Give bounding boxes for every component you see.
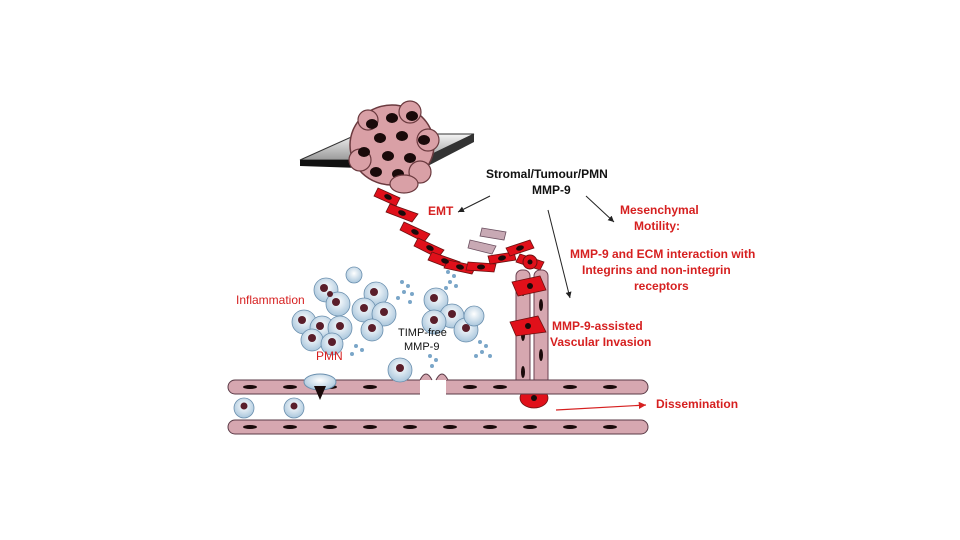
timp-label-1: TIMP-free (398, 327, 447, 339)
pmn-label: PMN (316, 349, 343, 363)
inflammation-label: Inflammation (236, 293, 305, 307)
flow-arrows (457, 195, 647, 411)
ecm-label-2: Integrins and non-integrin (582, 263, 731, 277)
tumour-cluster-icon (348, 100, 440, 194)
source-title: Stromal/Tumour/PMN (486, 167, 608, 181)
emt-cell-chain (373, 187, 545, 275)
mesenchymal-label-1: Mesenchymal (620, 203, 699, 217)
neutrophil-icon (233, 266, 485, 419)
ecm-label-3: receptors (634, 279, 689, 293)
source-subtitle: MMP-9 (532, 183, 571, 197)
mmp9-molecule-icon (350, 270, 492, 368)
vascular-label-2: Vascular Invasion (550, 335, 652, 349)
mesenchymal-label-2: Motility: (634, 219, 680, 233)
timp-label-2: MMP-9 (404, 341, 440, 353)
emt-label: EMT (428, 204, 454, 218)
ecm-label-1: MMP-9 and ECM interaction with (570, 247, 756, 261)
dissemination-label: Dissemination (656, 397, 739, 411)
vascular-label-1: MMP-9-assisted (552, 319, 643, 333)
